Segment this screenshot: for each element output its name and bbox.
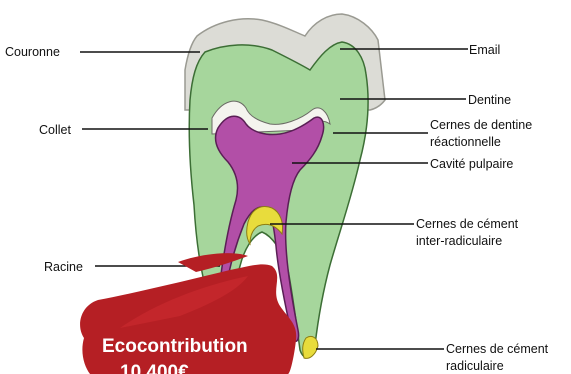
label-cernes-dentine-line2: réactionnelle — [430, 135, 501, 149]
label-dentine: Dentine — [468, 93, 511, 107]
label-cement-inter-line2: inter-radiculaire — [416, 234, 502, 248]
label-collet: Collet — [39, 123, 71, 137]
radicular-cementum — [303, 336, 318, 358]
label-cement-inter-line1: Cernes de cément — [416, 217, 519, 231]
label-email: Email — [469, 43, 500, 57]
stamp-line2: 10 400€ — [120, 362, 189, 374]
label-couronne: Couronne — [5, 45, 60, 59]
label-cement-rad-line1: Cernes de cément — [446, 342, 549, 356]
label-cernes-dentine-line1: Cernes de dentine — [430, 118, 532, 132]
label-racine: Racine — [44, 260, 83, 274]
label-cement-rad-line2: radiculaire — [446, 359, 504, 373]
label-cavite: Cavité pulpaire — [430, 157, 513, 171]
ecocontribution-stamp: Ecocontribution 10 400€ — [80, 253, 296, 374]
stamp-line1: Ecocontribution — [102, 336, 248, 357]
